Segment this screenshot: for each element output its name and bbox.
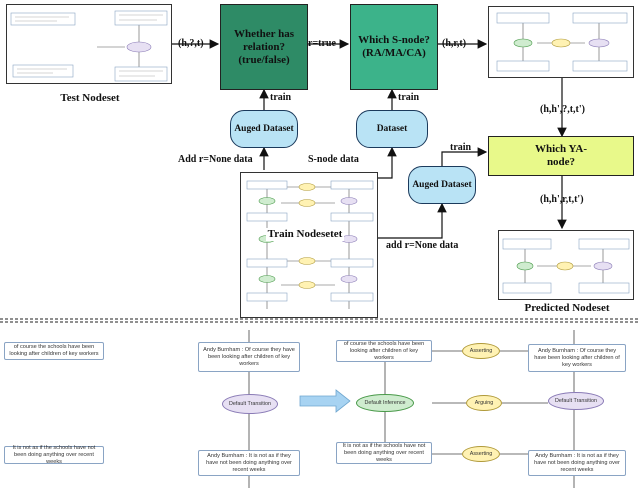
relation-classifier-node: Whether has relation? (true/false) (220, 4, 308, 90)
example-left-card-bottom: It is not as if the schools have not bee… (4, 445, 104, 465)
edge-label-r-true: r=true (308, 38, 336, 49)
relation-classifier-label: Whether has relation? (true/false) (234, 27, 294, 66)
edge-label-hhrt: (h,h',r,t,t') (540, 194, 584, 205)
test-nodeset-caption: Test Nodeset (60, 92, 120, 104)
test-nodeset-thumbnail (6, 4, 172, 84)
train-nodeset-thumbnail (240, 172, 378, 318)
example-default-inference: Default Inference (356, 394, 414, 412)
snode-classifier-label: Which S-node? (RA/MA/CA) (358, 34, 430, 59)
ya-classifier-label: Which YA-node? (534, 143, 588, 168)
example-mid-default-transition: Default Transition (222, 394, 278, 414)
edge-label-hrt: (h,r,t) (442, 38, 467, 49)
ya-classifier-node: Which YA-node? (488, 136, 634, 176)
dataset-node: Dataset (356, 110, 428, 148)
example-arguing: Arguing (466, 395, 502, 411)
dataset-label: Dataset (376, 123, 408, 134)
example-right-card-bottom-right: Andy Burnham : It is not as if they have… (528, 450, 626, 476)
auged-dataset-1: Auged Dataset (230, 110, 298, 148)
arrow-add-none-2 (378, 202, 447, 239)
train-label-2: train (398, 92, 420, 103)
train-nodeset-caption: Train Nodesetet (266, 228, 344, 241)
snode-output-thumbnail (488, 6, 634, 78)
arrow-snode-data (378, 146, 397, 179)
edge-label-test-relation: (h,?,t) (178, 38, 204, 49)
arrow-train-ya (441, 147, 488, 166)
example-mid-card-top: Andy Burnham : Of course they have been … (198, 342, 300, 372)
example-mid-card-bottom: Andy Burnham : It is not as if they have… (198, 450, 300, 476)
transform-arrow (299, 389, 351, 413)
example-asserting-bottom: Asserting (462, 446, 500, 462)
example-right-card-bottom-left: It is not as if the schools have not bee… (336, 442, 432, 464)
train-label-1: train (270, 92, 292, 103)
predicted-nodeset-thumbnail (498, 230, 634, 300)
example-right-card-top-right: Andy Burnham : Of course they have been … (528, 344, 626, 372)
example-asserting-top: Asserting (462, 343, 500, 359)
add-none-label-2: add r=None data (386, 240, 459, 251)
edge-label-hh-t: (h,h',?,t,t') (540, 104, 585, 115)
predicted-nodeset-caption: Predicted Nodeset (524, 302, 610, 314)
example-left-card-top: of course the schools have been looking … (4, 342, 104, 360)
add-none-label-1: Add r=None data (178, 154, 253, 165)
snode-data-label: S-node data (308, 154, 359, 165)
example-right-card-top-left: of course the schools have been looking … (336, 340, 432, 362)
snode-classifier-node: Which S-node? (RA/MA/CA) (350, 4, 438, 90)
train-label-3: train (450, 142, 472, 153)
example-right-default-transition: Default Transition (548, 392, 604, 410)
auged-dataset-2: Auged Dataset (408, 166, 476, 204)
auged-dataset-2-label: Auged Dataset (412, 179, 472, 190)
auged-dataset-1-label: Auged Dataset (234, 123, 294, 134)
